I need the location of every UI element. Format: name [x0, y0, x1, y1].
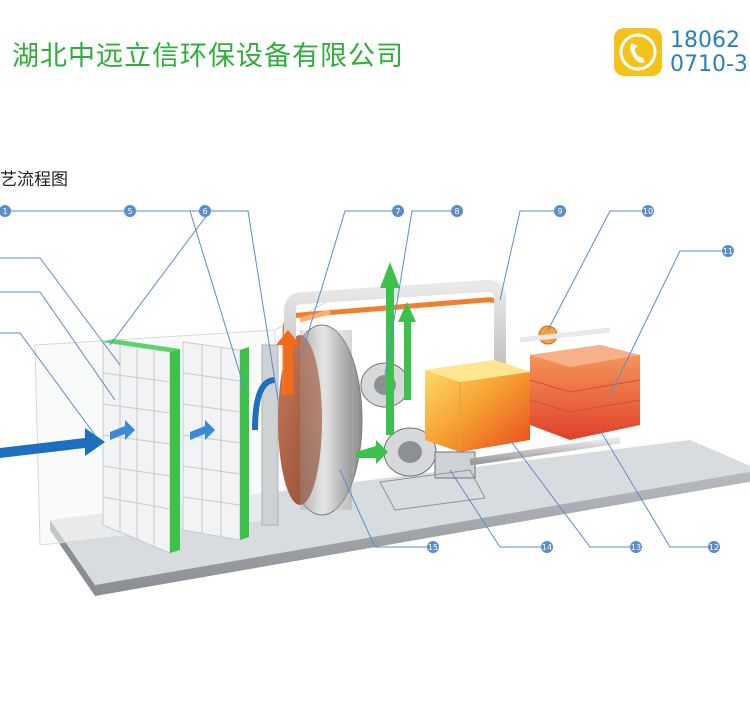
adsorption-rotor-wheel	[261, 324, 363, 526]
hot-air-arrow	[276, 330, 300, 395]
callout-11-label: 11	[723, 247, 733, 256]
phone-number-mobile: 18062	[670, 28, 740, 53]
callout-6: 6	[199, 205, 211, 217]
callout-5-label: 5	[127, 207, 132, 216]
callout-13-label: 13	[631, 543, 641, 552]
callout-14: 14	[541, 541, 553, 553]
callout-8: 8	[451, 205, 463, 217]
clean-air-exhaust-arrow	[356, 262, 416, 464]
callout-10: 10	[642, 205, 654, 217]
company-name: 湖北中远立信环保设备有限公司	[12, 41, 404, 72]
callout-15-label: 15	[428, 543, 438, 552]
callout-14-label: 14	[542, 543, 552, 552]
callout-1: 1	[0, 205, 11, 217]
callout-9-label: 9	[557, 207, 562, 216]
phone-number-landline: 0710-3	[670, 52, 748, 77]
callout-markers: 1 5 6 7 8 9 10 11 15 14 13 12	[0, 205, 734, 553]
callout-12-label: 12	[709, 543, 719, 552]
catalytic-chamber-2	[529, 345, 641, 440]
section-title: 艺流程图	[0, 170, 68, 190]
callout-1-label: 1	[2, 207, 7, 216]
callout-9: 9	[554, 205, 566, 217]
callout-11: 11	[722, 245, 734, 257]
burner-heater	[519, 325, 611, 345]
phone-icon	[614, 28, 662, 76]
secondary-filter-panel	[182, 341, 249, 541]
catalytic-chamber-1	[425, 360, 530, 452]
callout-10-label: 10	[643, 207, 653, 216]
callout-leader-lines	[0, 210, 728, 548]
desorption-fan	[360, 362, 410, 408]
callout-5: 5	[124, 205, 136, 217]
inlet-airflow-arrow	[0, 377, 276, 458]
callout-7-label: 7	[395, 207, 400, 216]
primary-filter-panel	[102, 339, 180, 554]
callout-7: 7	[392, 205, 404, 217]
skid-frame	[379, 469, 486, 511]
callout-15: 15	[427, 541, 439, 553]
callout-12: 12	[708, 541, 720, 553]
callout-8-label: 8	[454, 207, 459, 216]
callout-13: 13	[630, 541, 642, 553]
callout-6-label: 6	[202, 207, 207, 216]
lower-pipe	[469, 436, 621, 466]
process-flow-diagram: 1 5 6 7 8 9 10 11 15 14 13 12	[0, 205, 750, 596]
